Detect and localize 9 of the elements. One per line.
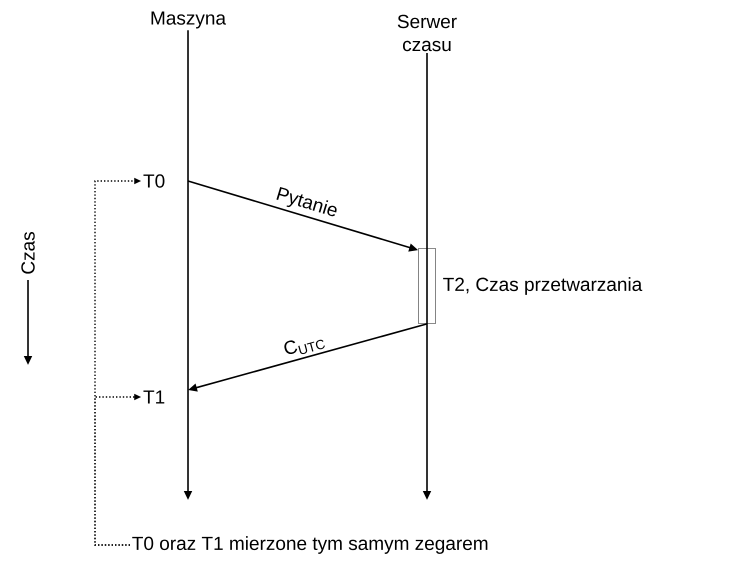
time-label: T0: [143, 174, 164, 188]
side-label: T2, Czas przetwarzania: [443, 277, 642, 295]
direction-label: Czas: [21, 232, 35, 274]
edge-label: Pytanie: [272, 184, 341, 222]
lifeline-header: Serwer czasu: [398, 14, 457, 52]
lifeline-header: Maszyna: [152, 12, 226, 28]
time-label: T1: [143, 390, 164, 404]
note-text: T0 oraz T1 mierzone tym samym zegarem: [132, 536, 488, 554]
edge-label: C$_{UTC}$: [280, 330, 328, 360]
